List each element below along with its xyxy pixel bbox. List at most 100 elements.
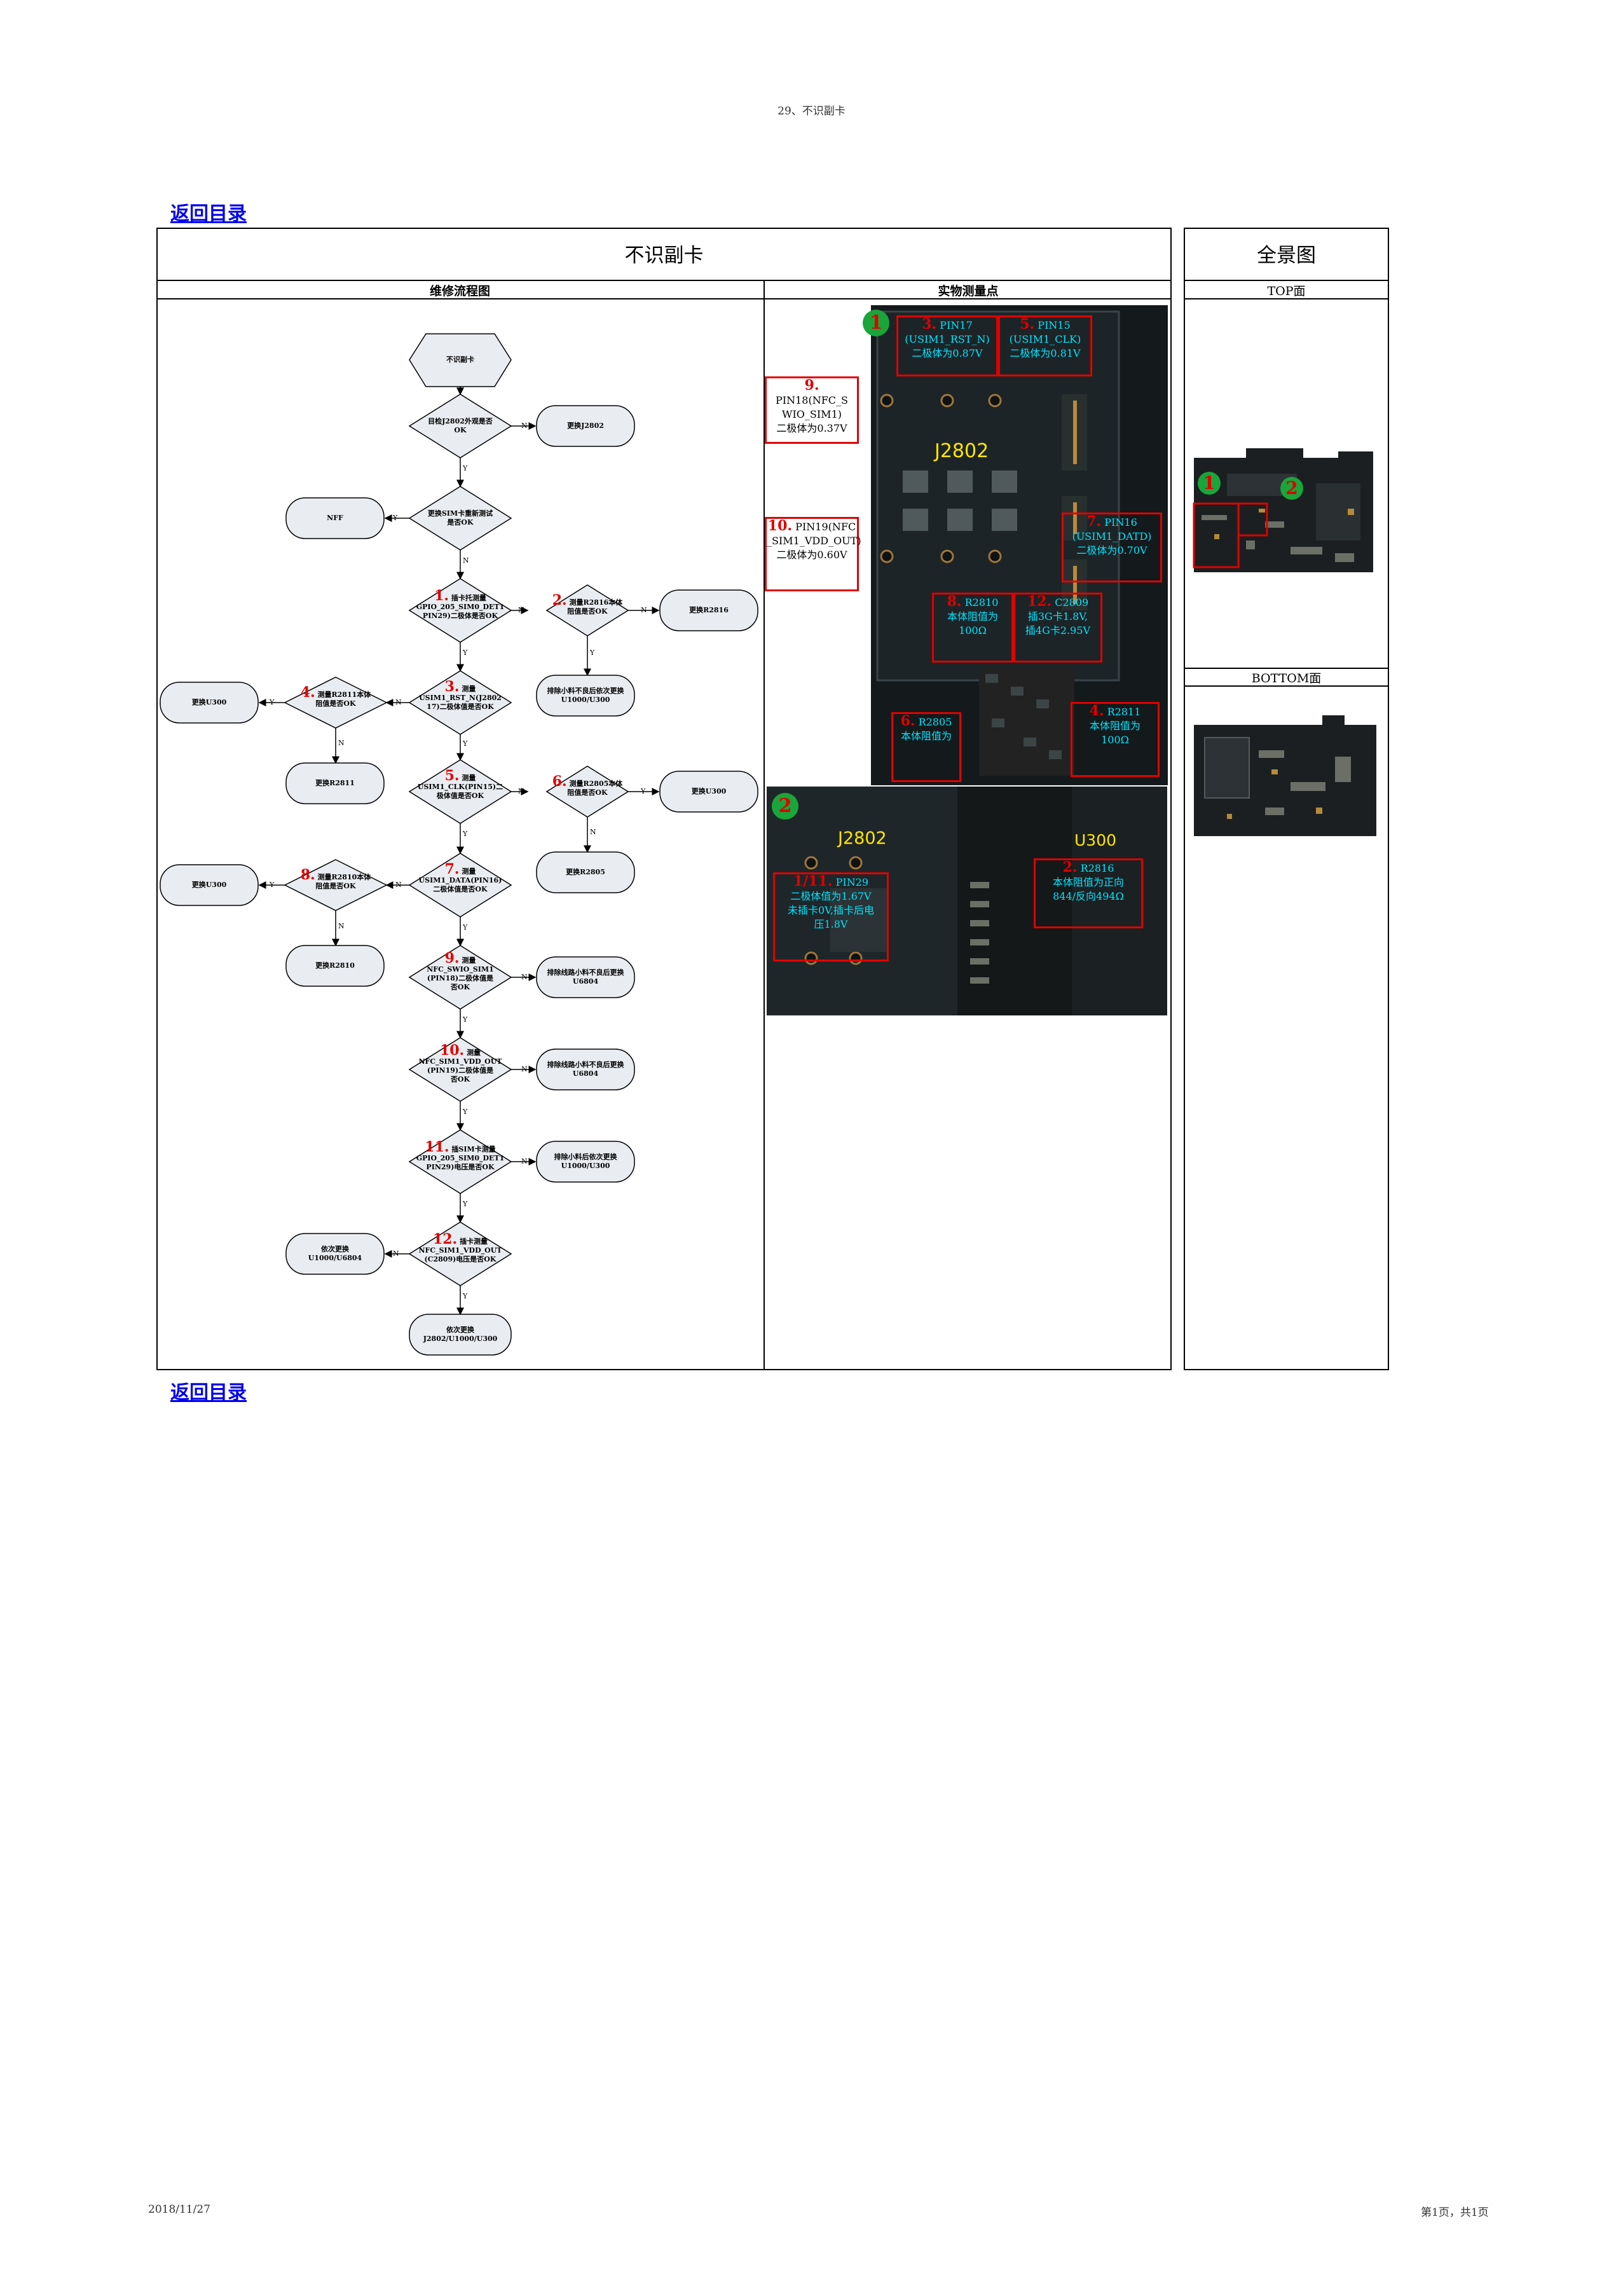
back-to-toc-link-top[interactable]: 返回目录 [170,203,247,225]
flow-replace-r2805: 更换R2805 [566,868,605,876]
flow-no-label: N [395,698,402,706]
bottom-side-label: BOTTOM面 [1251,671,1322,685]
flow-no-label: N [521,1065,528,1073]
overview-badge-2: 2 [1285,478,1298,498]
annotation-pin15: 5. PIN15(USIM1_CLK)二极体为0.81V [998,315,1092,376]
repair-flowchart [160,333,758,1356]
top-board-image [1193,448,1373,572]
flow-replace-r2811: 更换R2811 [315,779,355,787]
flow-yes-label: Y [463,1015,468,1024]
divider [156,298,1172,299]
divider [1184,298,1389,299]
divider [156,280,1172,281]
board-photo-drawing [767,787,1167,1015]
flow-replace-r2816: 更换R2816 [689,606,729,614]
flow-no-label: N [393,1249,399,1258]
flow-yes-label: Y [463,1200,468,1208]
flow-no-label: N [395,881,402,889]
overview-badge-1: 1 [1203,472,1216,493]
flow-no-label: N [521,973,528,981]
main-title: 不识副卡 [624,244,704,267]
overview-title: 全景图 [1257,244,1316,267]
flow-no-label: N [521,422,528,430]
flow-yes-label: Y [463,830,468,838]
flow-replace-u300: 更换U300 [191,698,227,706]
flow-yes-label: Y [463,739,468,748]
flow-yes-label: Y [393,514,398,522]
flow-no-label: N [518,787,524,795]
bottom-board-image [1194,715,1376,836]
flow-step-4: 4. 测量R2811本体阻值是否OK [300,684,371,708]
flow-yes-label: Y [590,649,595,657]
chip-label-u300: U300 [1074,831,1117,849]
flow-no-label: N [338,739,345,747]
flow-header: 维修流程图 [429,284,490,298]
back-to-toc-link-bottom[interactable]: 返回目录 [170,1382,247,1404]
flow-nff: NFF [327,514,343,522]
flow-no-label: N [518,606,524,614]
divider [764,280,765,1370]
annotation-pin16: 7. PIN16(USIM1_DATD)二极体为0.70V [1062,512,1162,582]
flow-yes-label: Y [463,923,468,931]
flow-step-6: 6. 测量R2805本体阻值是否OK [552,773,623,797]
main-frame [156,228,1172,1370]
flow-yes-label: Y [463,1292,468,1300]
flow-no-label: N [463,556,469,565]
flow-replace-r2810: 更换R2810 [315,961,355,970]
location-badge-1: 1 [863,310,889,336]
footer-date: 2018/11/27 [148,2203,210,2216]
flow-no-label: N [521,1157,528,1165]
flow-start: 不识副卡 [446,355,474,364]
flow-replace-sim-card: 更换SIM卡重新测试是否OK [427,509,493,526]
top-side-label: TOP面 [1267,284,1306,298]
flow-yes-label: Y [463,1108,468,1116]
flow-replace-u300: 更换U300 [691,787,727,795]
flow-step-2: 2. 测量R2816本体阻值是否OK [552,592,623,615]
flow-no-label: N [338,922,345,930]
flow-yes-label: Y [641,787,646,795]
annotation-pin19: 10. PIN19(NFC_SIM1_VDD_OUT)二极体为0.60V [765,517,861,591]
divider [1184,685,1389,687]
overview-frame [1184,228,1389,1370]
flow-replace-u300: 更换U300 [191,881,227,889]
flow-yes-label: Y [463,649,468,657]
flow-yes-label: Y [270,881,275,889]
chip-label-j2802: J2802 [838,828,887,848]
annotation-pin17: 3. PIN17(USIM1_RST_N)二极体为0.87V [896,315,998,376]
photo-header: 实物测量点 [938,284,999,298]
flow-no-label: N [641,606,647,614]
divider [1184,668,1389,669]
flow-step-8: 8. 测量R2810本体阻值是否OK [300,867,371,890]
flow-replace-j2802: 更换J2802 [567,422,604,430]
flow-yes-label: Y [463,464,468,472]
j2802-u300-photo [767,787,1167,1015]
chip-label-j2802: J2802 [935,440,989,462]
page-header: 29、不识副卡 [777,105,846,118]
divider [1184,280,1389,281]
flow-no-label: N [590,828,596,836]
flow-yes-label: Y [270,698,275,706]
location-badge-2: 2 [772,793,798,820]
